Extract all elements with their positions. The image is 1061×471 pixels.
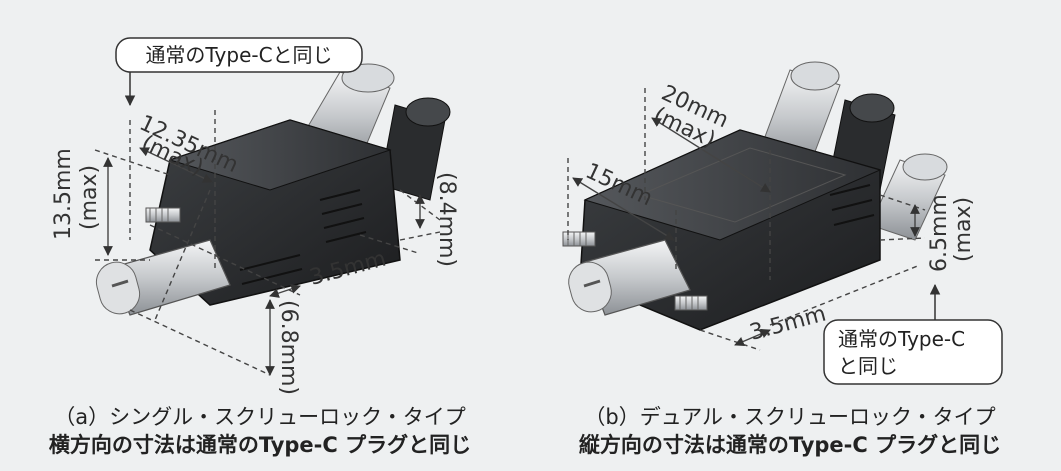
caption-a-line2: 横方向の寸法は通常のType-C プラグと同じ [48, 433, 472, 457]
caption-b-line2: 縦方向の寸法は通常のType-C プラグと同じ [578, 433, 1002, 457]
caption-a-line1: （a）シングル・スクリューロック・タイプ [54, 405, 466, 429]
right-callout-line1: 通常のType-C [838, 327, 965, 351]
right-right-label: 6.5mm [927, 194, 952, 272]
caption-b-line1: （b）デュアル・スクリューロック・タイプ [584, 405, 996, 429]
single-screwlock-connector [95, 63, 451, 316]
left-height-label: 13.5mm [51, 148, 76, 240]
left-callout-text: 通常のType-Cと同じ [145, 43, 332, 67]
left-right-label: (8.4mm) [434, 172, 459, 267]
left-height-note: (max) [77, 165, 102, 230]
left-dimension-lines [94, 110, 441, 376]
right-right-note: (max) [951, 197, 976, 262]
right-depth-label: 3.5mm [747, 301, 829, 345]
caption-single-screwlock: （a）シングル・スクリューロック・タイプ 横方向の寸法は通常のType-C プラ… [0, 403, 520, 459]
left-bottom-label: (6.8mm) [276, 300, 301, 395]
caption-dual-screwlock: （b）デュアル・スクリューロック・タイプ 縦方向の寸法は通常のType-C プラ… [530, 403, 1050, 459]
left-callout: 通常のType-Cと同じ [115, 37, 363, 107]
right-callout-line2: と同じ [838, 354, 898, 378]
right-callout: 通常のType-C と同じ [823, 283, 1003, 385]
right-dimension-lines [567, 88, 926, 351]
